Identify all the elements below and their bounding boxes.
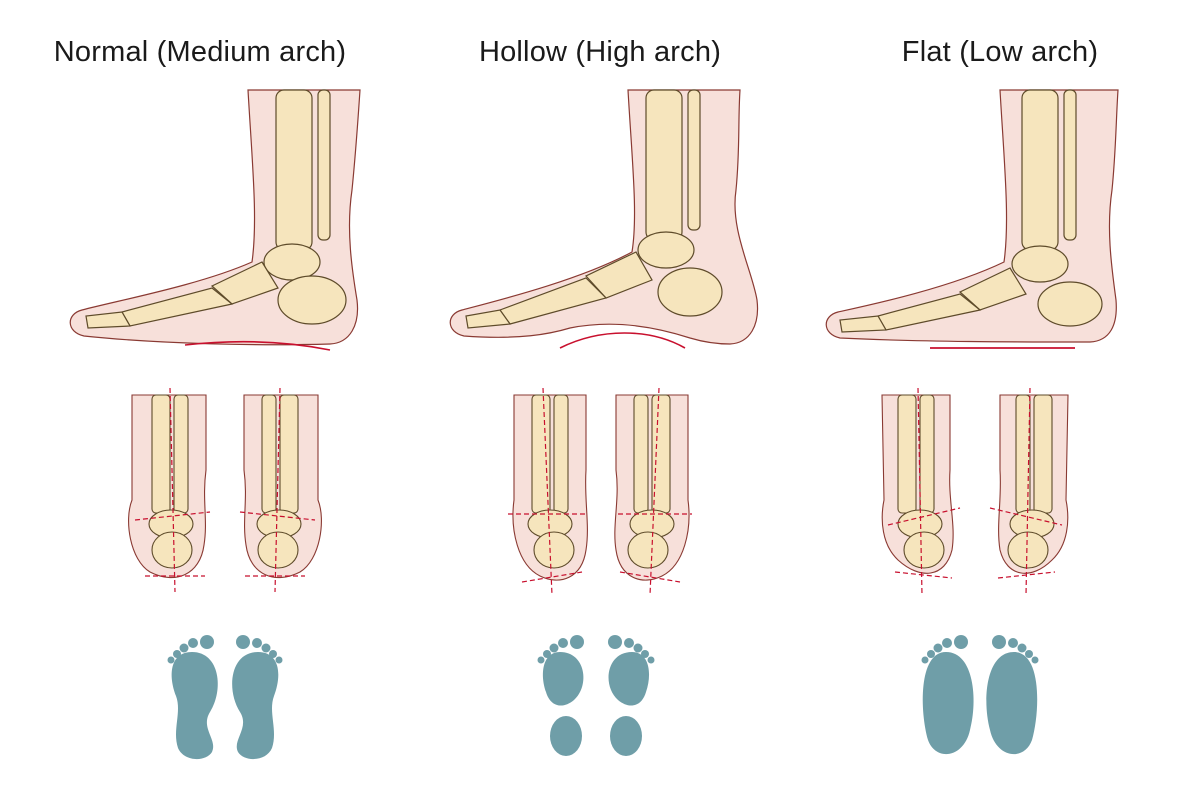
normal-arch-illustration	[69, 89, 361, 760]
rear-view-right-foot	[989, 387, 1069, 596]
tibia-bone	[275, 89, 313, 251]
fibula-bone	[687, 89, 701, 231]
rear-view-left-foot	[508, 387, 588, 596]
rear-view-feet	[128, 387, 322, 593]
left-footprint	[921, 635, 974, 755]
side-view-foot	[825, 89, 1119, 349]
column-title: Normal (Medium arch)	[53, 36, 347, 68]
column-title: Hollow (High arch)	[478, 36, 722, 68]
calcaneus-bone	[657, 267, 723, 317]
right-footprint	[986, 635, 1039, 755]
left-footprint	[537, 635, 584, 756]
rear-view-feet	[881, 387, 1069, 596]
talus-bone	[263, 243, 321, 281]
column-title: Flat (Low arch)	[901, 36, 1099, 68]
rear-view-right-foot	[614, 387, 692, 596]
fibula-bone	[317, 89, 331, 241]
column-flat-arch: Flat (Low arch)	[800, 0, 1200, 800]
footprints	[537, 635, 655, 756]
footprints	[921, 635, 1039, 755]
calcaneus-bone	[277, 275, 347, 325]
column-normal-arch: Normal (Medium arch)	[0, 0, 400, 800]
left-footprint	[167, 635, 218, 760]
flat-arch-illustration	[825, 89, 1119, 755]
side-view-foot	[69, 89, 361, 351]
footprints	[167, 635, 283, 760]
hollow-arch-illustration	[449, 89, 759, 756]
side-view-foot	[449, 89, 759, 349]
calcaneus-bone	[1037, 281, 1103, 327]
talus-bone	[1011, 245, 1069, 283]
arch-contact-line	[184, 340, 331, 351]
toe-bones	[465, 309, 512, 329]
fibula-bone	[1063, 89, 1077, 241]
rear-view-left-foot	[881, 387, 961, 596]
rear-view-feet	[508, 387, 692, 596]
talus-bone	[637, 231, 695, 269]
right-footprint	[608, 635, 655, 756]
arch-contact-line	[559, 332, 686, 349]
tibia-bone	[645, 89, 683, 241]
tibia-bone	[1021, 89, 1059, 251]
toe-bones	[839, 315, 888, 333]
rear-view-right-foot	[239, 387, 322, 593]
column-hollow-arch: Hollow (High arch)	[400, 0, 800, 800]
rear-view-left-foot	[128, 387, 211, 593]
toe-bones	[85, 311, 132, 329]
right-footprint	[232, 635, 283, 760]
